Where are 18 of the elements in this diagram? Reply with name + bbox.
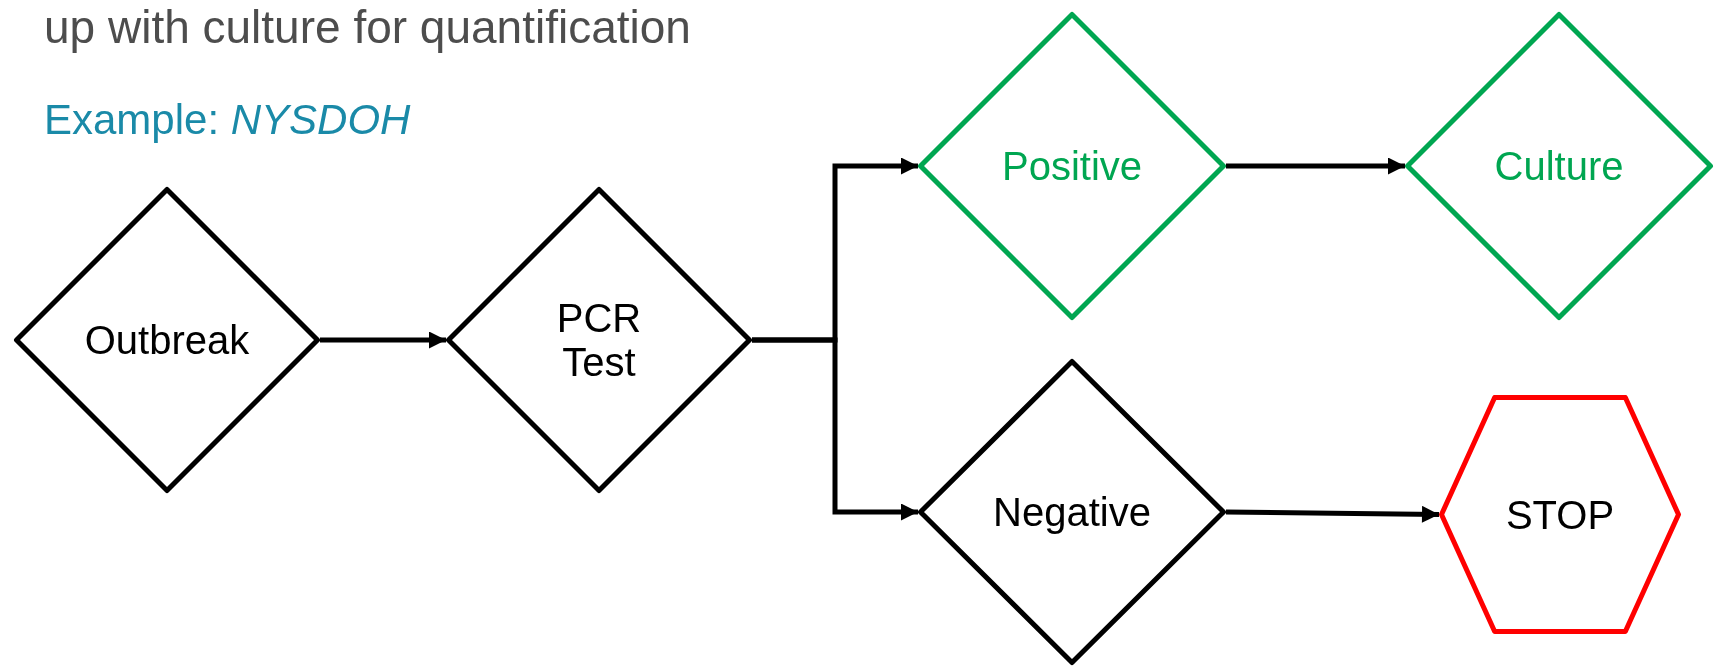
arrow	[1226, 157, 1405, 175]
node-label: Culture	[1493, 144, 1625, 188]
node-label: Positive	[1000, 144, 1143, 188]
decision-diamond	[918, 12, 1226, 320]
arrow	[752, 337, 918, 521]
example-text: Example: NYSDOH	[44, 96, 411, 144]
node-label: Outbreak	[83, 318, 251, 362]
stop-hexagon	[1439, 395, 1681, 634]
node-label: STOP	[1504, 492, 1616, 537]
heading-text: up with culture for quantification	[44, 0, 691, 54]
decision-diamond	[1405, 12, 1713, 320]
node-label: PCR Test	[555, 296, 643, 384]
decision-diamond	[14, 187, 320, 493]
node-label: Negative	[992, 490, 1152, 534]
decision-diamond	[446, 187, 752, 493]
arrow	[1225, 505, 1440, 523]
decision-diamond	[918, 359, 1226, 665]
arrow	[320, 331, 446, 349]
